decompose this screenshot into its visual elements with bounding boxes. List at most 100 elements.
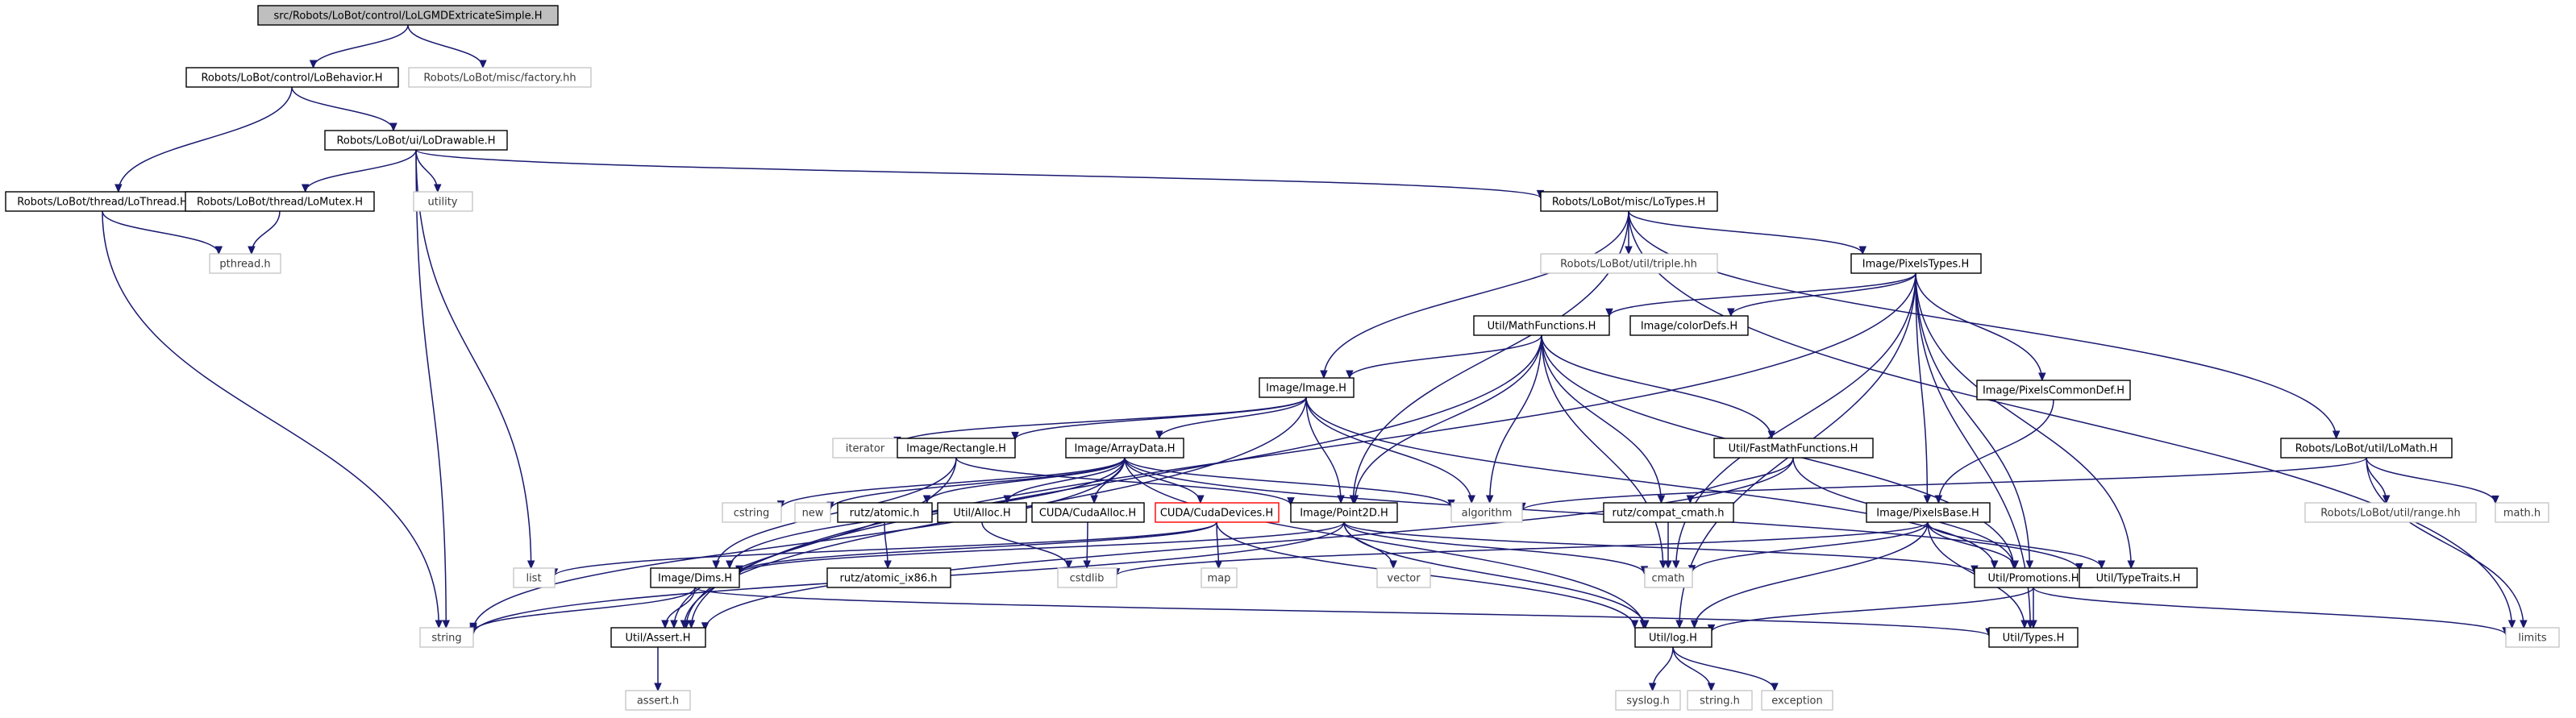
node-lodrawable[interactable]: Robots/LoBot/ui/LoDrawable.H bbox=[324, 130, 508, 151]
node-image[interactable]: Image/Image.H bbox=[1259, 377, 1355, 398]
node-label: Util/Alloc.H bbox=[953, 508, 1010, 520]
node-colordefs[interactable]: Image/colorDefs.H bbox=[1629, 315, 1749, 336]
arrowhead bbox=[922, 495, 931, 504]
node-box bbox=[1615, 690, 1681, 711]
node-lotypes[interactable]: Robots/LoBot/misc/LoTypes.H bbox=[1540, 191, 1718, 212]
node-box bbox=[1866, 502, 1991, 523]
edge-mathfunctions-to-fastmath bbox=[1541, 334, 1773, 439]
node-label: Robots/LoBot/util/triple.hh bbox=[1560, 259, 1697, 271]
node-label: src/Robots/LoBot/control/LoLGMDExtricate… bbox=[274, 10, 543, 23]
arrowhead bbox=[1858, 246, 1867, 255]
node-label: Robots/LoBot/misc/LoTypes.H bbox=[1552, 197, 1705, 209]
node-box bbox=[1629, 315, 1749, 336]
edge-lomath-to-mathh bbox=[2366, 457, 2496, 504]
arrowhead bbox=[1064, 560, 1073, 570]
node-label: Image/Point2D.H bbox=[1300, 508, 1388, 520]
node-promotions[interactable]: Util/Promotions.H bbox=[1974, 567, 2093, 588]
node-lomath[interactable]: Robots/LoBot/util/LoMath.H bbox=[2280, 438, 2453, 459]
edge-lotypes-to-limits bbox=[1628, 210, 2513, 629]
node-box bbox=[185, 191, 375, 212]
edge-pixelstypes-to-promotions bbox=[1915, 272, 2031, 569]
node-rectangle[interactable]: Image/Rectangle.H bbox=[897, 438, 1016, 459]
node-lothread[interactable]: Robots/LoBot/thread/LoThread.H bbox=[5, 191, 201, 212]
node-mathfunctions[interactable]: Util/MathFunctions.H bbox=[1473, 315, 1610, 336]
edge-arraydata-to-cstring bbox=[780, 457, 1126, 508]
edge-lomutex-to-pthread bbox=[251, 210, 281, 255]
node-box bbox=[2495, 502, 2549, 523]
node-label: Util/Types.H bbox=[2003, 633, 2065, 645]
node-box bbox=[1713, 438, 1874, 459]
edge-lomath-to-limits bbox=[2366, 457, 2524, 629]
node-label: limits bbox=[2518, 633, 2547, 645]
arrowhead bbox=[1090, 495, 1098, 504]
edge-lobehavior-to-lothread bbox=[118, 86, 293, 193]
node-pixelscommondef[interactable]: Image/PixelsCommonDef.H bbox=[1976, 380, 2131, 401]
node-arraydata[interactable]: Image/ArrayData.H bbox=[1065, 438, 1184, 459]
arrowhead bbox=[479, 60, 487, 69]
arrowhead bbox=[1003, 495, 1012, 504]
edge-pixelstypes-to-types bbox=[1915, 272, 2031, 629]
node-lomutex[interactable]: Robots/LoBot/thread/LoMutex.H bbox=[185, 191, 375, 212]
node-box bbox=[1201, 567, 1238, 588]
edge-pixelscommondef-to-pixelsbase bbox=[1937, 399, 2054, 504]
node-string: string bbox=[419, 627, 474, 648]
node-label: string bbox=[431, 633, 461, 645]
node-point2d[interactable]: Image/Point2D.H bbox=[1290, 502, 1398, 523]
node-lobehavior[interactable]: Robots/LoBot/control/LoBehavior.H bbox=[185, 67, 399, 88]
node-label: Util/Assert.H bbox=[625, 633, 690, 645]
node-box bbox=[1644, 567, 1693, 588]
edge-arraydata-to-algorithm bbox=[1124, 457, 1452, 508]
arrowhead bbox=[1657, 495, 1666, 504]
node-cudaalloc[interactable]: CUDA/CudaAlloc.H bbox=[1031, 502, 1145, 523]
node-label: Image/Image.H bbox=[1266, 383, 1346, 395]
node-mathh: math.h bbox=[2495, 502, 2549, 523]
node-label: Robots/LoBot/control/LoBehavior.H bbox=[201, 73, 382, 85]
arrowhead bbox=[114, 184, 123, 193]
node-label: string.h bbox=[1700, 695, 1740, 708]
arrowhead bbox=[2020, 620, 2029, 629]
node-log[interactable]: Util/log.H bbox=[1634, 627, 1712, 648]
node-box bbox=[650, 567, 740, 588]
node-compatcmath[interactable]: rutz/compat_cmath.h bbox=[1603, 502, 1734, 523]
arrowhead bbox=[1011, 431, 1019, 441]
edge-image-to-rectangle bbox=[1014, 396, 1307, 440]
arrowhead bbox=[2491, 495, 2499, 504]
node-pixelstypes[interactable]: Image/PixelsTypes.H bbox=[1850, 253, 1982, 274]
edge-point2d-to-dims bbox=[739, 521, 1345, 575]
node-rutzatomic[interactable]: rutz/atomic.h bbox=[837, 502, 933, 523]
node-box bbox=[419, 627, 474, 648]
node-box bbox=[832, 438, 898, 459]
node-types[interactable]: Util/Types.H bbox=[1988, 627, 2079, 648]
edge-lodrawable-to-string bbox=[415, 149, 447, 629]
node-alloc[interactable]: Util/Alloc.H bbox=[937, 502, 1027, 523]
node-label: Util/FastMathFunctions.H bbox=[1729, 443, 1858, 455]
node-pthread: pthread.h bbox=[209, 253, 281, 274]
node-box bbox=[1376, 567, 1431, 588]
arrowhead bbox=[1196, 495, 1205, 504]
node-typetraits[interactable]: Util/TypeTraits.H bbox=[2079, 567, 2198, 588]
node-pixelsbase[interactable]: Image/PixelsBase.H bbox=[1866, 502, 1991, 523]
node-syslog: syslog.h bbox=[1615, 690, 1681, 711]
arrowhead bbox=[1641, 620, 1650, 629]
node-cudadevices[interactable]: CUDA/CudaDevices.H bbox=[1155, 502, 1280, 523]
arrowhead bbox=[654, 683, 662, 692]
node-label: Util/TypeTraits.H bbox=[2096, 573, 2181, 585]
node-box bbox=[2280, 438, 2453, 459]
arrowhead bbox=[2382, 495, 2391, 504]
edge-pixelstypes-to-pixelsbase bbox=[1915, 272, 1929, 504]
arrowhead bbox=[1690, 620, 1699, 629]
node-assert[interactable]: Util/Assert.H bbox=[610, 627, 706, 648]
node-root[interactable]: src/Robots/LoBot/control/LoLGMDExtricate… bbox=[257, 5, 559, 26]
arrowhead bbox=[1155, 430, 1163, 440]
edge-lodrawable-to-lomutex bbox=[304, 149, 417, 193]
graph-nodes: src/Robots/LoBot/control/LoLGMDExtricate… bbox=[5, 5, 2560, 711]
node-factory: Robots/LoBot/misc/factory.hh bbox=[408, 67, 592, 88]
edge-pixelstypes-to-mathfunctions bbox=[1608, 272, 1916, 317]
node-atomicix86[interactable]: rutz/atomic_ix86.h bbox=[826, 567, 951, 588]
node-dims[interactable]: Image/Dims.H bbox=[650, 567, 740, 588]
node-box bbox=[1687, 690, 1753, 711]
arrowhead bbox=[1771, 683, 1779, 692]
node-fastmath[interactable]: Util/FastMathFunctions.H bbox=[1713, 438, 1874, 459]
arrowhead bbox=[2332, 430, 2341, 440]
node-utility: utility bbox=[413, 191, 473, 212]
